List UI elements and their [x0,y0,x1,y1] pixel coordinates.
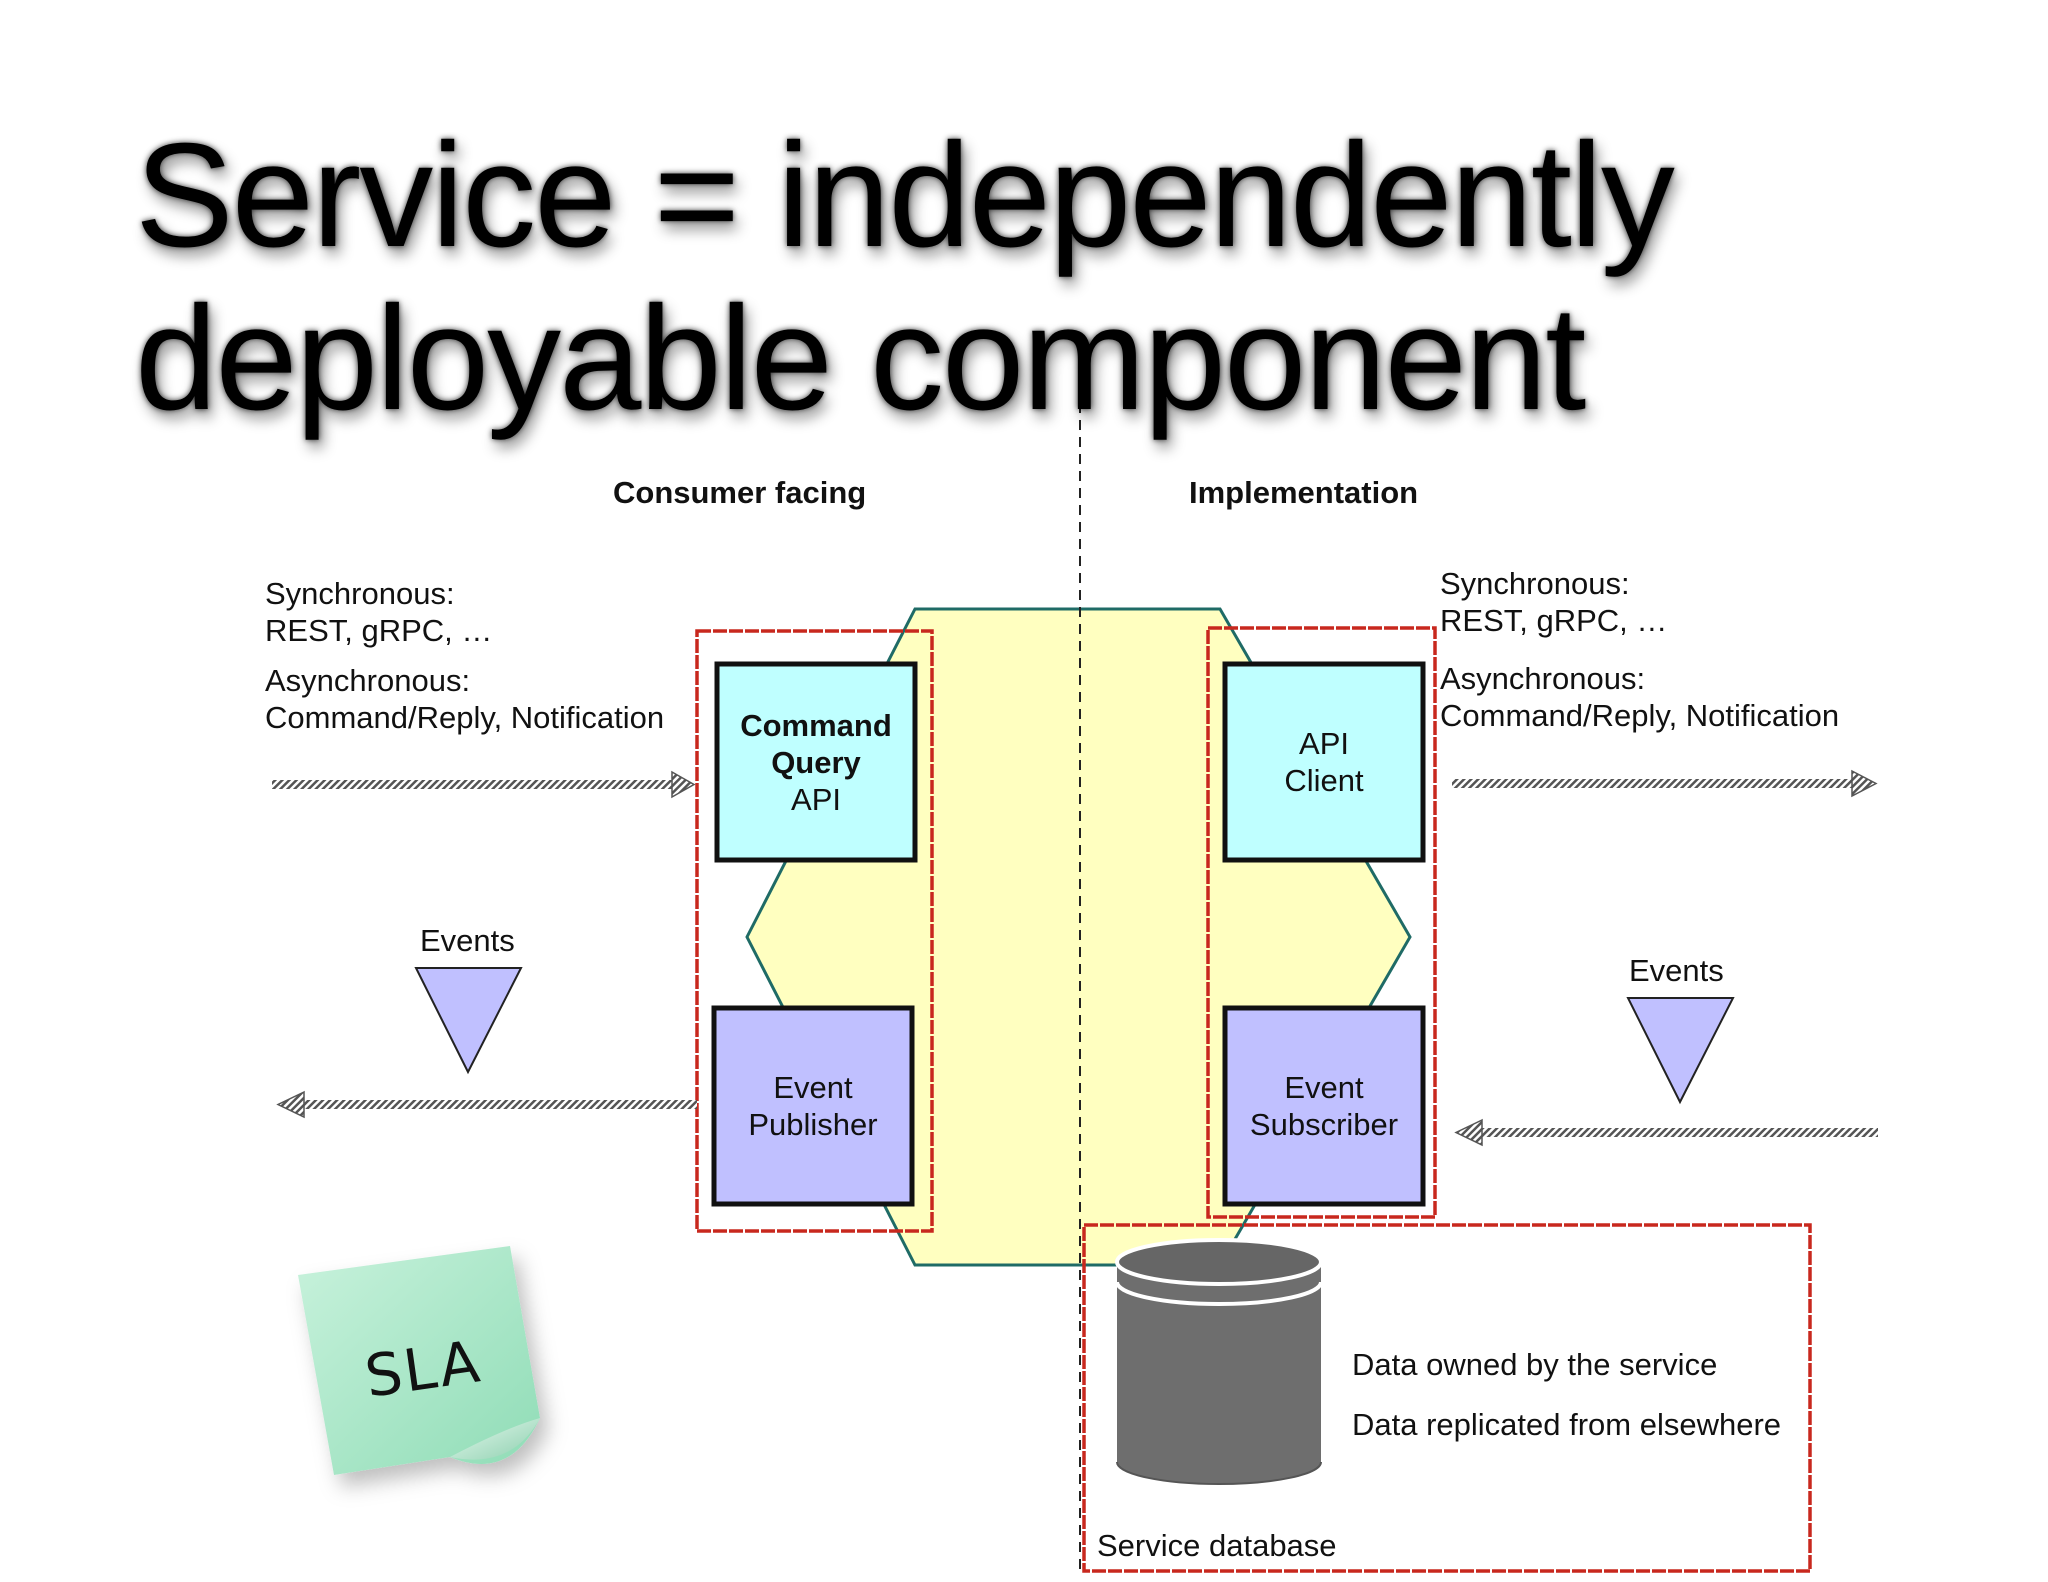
command-query-api-box [714,661,918,863]
sla-sticky-note [298,1246,540,1475]
api-client-line-1: API [1299,726,1349,761]
outbound-sync-arrow [1452,769,1878,798]
data-replicated-label: Data replicated from elsewhere [1352,1407,1782,1442]
outbound-events-arrow [276,1090,697,1119]
right-sync-value: REST, gRPC, … [1440,603,1668,638]
event-subscriber-box [1222,1005,1426,1207]
inbound-events-arrow [1454,1118,1878,1147]
event-publisher-label: Event Publisher [714,1008,912,1204]
data-owned-label: Data owned by the service [1352,1347,1718,1382]
consumer-facing-highlight [695,629,934,1233]
right-async-value: Command/Reply, Notification [1440,698,1840,733]
events-triangle-left [414,967,523,1075]
event-publisher-line-1: Event [773,1070,853,1105]
left-sync-title: Synchronous: [265,576,455,611]
events-triangle-right [1626,997,1735,1105]
implementation-heading: Implementation [1189,475,1419,510]
right-sync-title: Synchronous: [1440,566,1630,601]
api-client-box [1222,661,1426,863]
command-query-api-line-1: Command [740,707,892,743]
right-async-title: Asynchronous: [1440,661,1646,696]
command-query-api-line-2: Query [771,744,861,780]
slide-title-line-1: Service = independently [135,113,1675,278]
inbound-sync-arrow [272,770,696,799]
event-subscriber-label: Event Subscriber [1225,1008,1423,1204]
service-database-label: Service database [1097,1528,1337,1563]
right-events-label: Events [1629,953,1724,988]
command-query-api-label: Command Query API [717,664,915,860]
left-sync-value: REST, gRPC, … [265,613,493,648]
api-client-line-2: Client [1284,763,1364,798]
left-async-title: Asynchronous: [265,663,471,698]
event-publisher-box [711,1005,915,1207]
service-database-icon [1115,1238,1323,1485]
left-async-value: Command/Reply, Notification [265,700,665,735]
consumer-facing-heading: Consumer facing [613,475,867,510]
slide-title-line-2: deployable component [135,276,1586,441]
implementation-highlight [1206,626,1437,1219]
command-query-api-line-3: API [791,781,841,817]
database-highlight [1082,1223,1812,1573]
left-events-label: Events [420,923,515,958]
event-subscriber-line-2: Subscriber [1249,1107,1399,1142]
api-client-label: API Client [1225,664,1423,860]
event-publisher-line-2: Publisher [748,1107,878,1142]
event-subscriber-line-1: Event [1284,1070,1364,1105]
